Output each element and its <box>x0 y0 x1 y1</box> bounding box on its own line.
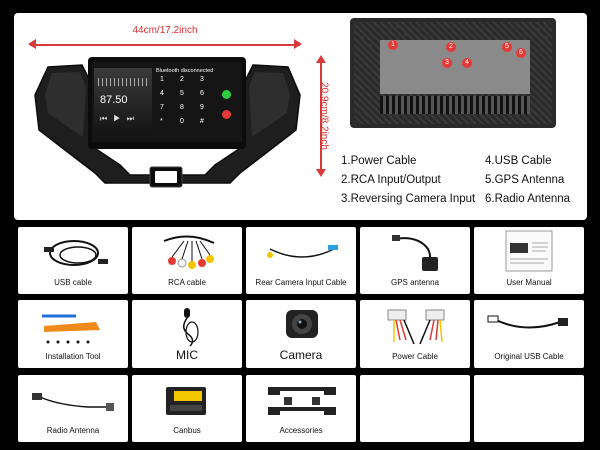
height-dimension-label: 20.9cm/8.2inch <box>318 82 330 150</box>
accessory-label: Radio Antenna <box>46 426 100 435</box>
key-7: 7 <box>160 104 164 111</box>
key-0: 0 <box>180 118 184 125</box>
accessory-label: Rear Camera Input Cable <box>255 278 347 287</box>
legend-usb: 4.USB Cable <box>485 155 552 167</box>
key-8: 8 <box>180 104 184 111</box>
accessory-gps-antenna: GPS antenna <box>360 227 470 294</box>
key-2: 2 <box>180 76 184 83</box>
accessory-label: MIC <box>176 348 198 362</box>
radio-frequency: 87.50 <box>100 94 128 106</box>
dial-keypad: 1 2 3 4 5 6 7 8 9 * 0 # <box>160 76 220 132</box>
power-cable-icon <box>387 309 445 345</box>
media-controls: ⏮ ▶ ⏭ <box>100 114 136 123</box>
bluetooth-status: Bluetooth disconnected <box>156 68 214 74</box>
key-9: 9 <box>200 104 204 111</box>
accessory-label: USB cable <box>54 278 92 287</box>
port-5-marker: 5 <box>502 42 512 52</box>
accessory-label: Power Cable <box>392 352 438 361</box>
height-dimension: 20.9cm/8.2inch <box>316 55 332 177</box>
accessory-brackets: Accessories <box>246 375 356 442</box>
port-6-marker: 6 <box>516 48 526 58</box>
antenna-cable-icon <box>32 393 114 411</box>
accessory-user-manual: User Manual <box>474 227 584 294</box>
accessory-label: User Manual <box>506 278 552 287</box>
head-unit-screen: 87.50 ⏮ ▶ ⏭ Bluetooth disconnected 1 2 3… <box>92 62 242 142</box>
accessory-label: Camera <box>279 348 323 362</box>
accessory-camera: Camera <box>246 300 356 368</box>
accessory-radio-antenna: Radio Antenna <box>18 375 128 442</box>
manual-icon <box>505 230 553 272</box>
pry-tool-icon <box>42 314 100 344</box>
radio-scale <box>98 78 148 86</box>
accessory-label: Accessories <box>279 426 323 435</box>
accessory-mic: MIC <box>132 300 242 368</box>
usb-extension-icon <box>487 315 568 329</box>
empty-cell <box>360 375 470 442</box>
port-4-marker: 4 <box>462 58 472 68</box>
microphone-icon <box>183 308 199 347</box>
width-dimension-label: 44cm/17.2inch <box>132 25 198 36</box>
camera-cable-icon <box>267 245 338 258</box>
key-6: 6 <box>200 90 204 97</box>
accessory-original-usb-cable: Original USB Cable <box>474 300 584 368</box>
usb-cable-icon <box>44 240 108 266</box>
accessory-label: Installation Tool <box>45 352 101 361</box>
accessory-power-cable: Power Cable <box>360 300 470 368</box>
accessory-label: Canbus <box>173 426 201 435</box>
gps-antenna-icon <box>392 235 438 271</box>
accessory-installation-tool: Installation Tool <box>18 300 128 368</box>
accessory-canbus: Canbus <box>132 375 242 442</box>
radio-widget: 87.50 ⏮ ▶ ⏭ <box>94 68 152 134</box>
port-3-marker: 3 <box>442 58 452 68</box>
port-1-marker: 1 <box>388 40 398 50</box>
rear-panel-image: 1 2 3 4 5 6 <box>350 18 556 128</box>
call-icon <box>222 90 231 99</box>
hangup-icon <box>222 110 231 119</box>
rca-cable-icon <box>163 235 215 269</box>
canbus-box-icon <box>166 387 206 415</box>
legend-gps: 5.GPS Antenna <box>485 174 565 186</box>
legend-radio-antenna: 6.Radio Antenna <box>485 193 571 205</box>
port-2-marker: 2 <box>446 42 456 52</box>
accessory-label: RCA cable <box>168 278 206 287</box>
accessory-usb-cable: USB cable <box>18 227 128 294</box>
empty-cell <box>474 375 584 442</box>
key-4: 4 <box>160 90 164 97</box>
accessory-rca-cable: RCA cable <box>132 227 242 294</box>
legend-rca: 2.RCA Input/Output <box>341 174 441 186</box>
vent-slots <box>380 96 530 114</box>
accessory-label: GPS antenna <box>390 278 440 287</box>
width-dimension: 44cm/17.2inch <box>28 25 302 50</box>
camera-icon <box>286 310 318 338</box>
accessory-label: Original USB Cable <box>494 352 564 361</box>
key-1: 1 <box>160 76 164 83</box>
key-hash: # <box>200 118 204 125</box>
legend-power-cable: 1.Power Cable <box>341 155 417 167</box>
key-3: 3 <box>200 76 204 83</box>
accessory-rear-camera-cable: Rear Camera Input Cable <box>246 227 356 294</box>
key-star: * <box>160 118 163 125</box>
legend-reversing-camera: 3.Reversing Camera Input <box>341 193 476 205</box>
key-5: 5 <box>180 90 184 97</box>
mounting-bracket-icon <box>268 387 336 415</box>
